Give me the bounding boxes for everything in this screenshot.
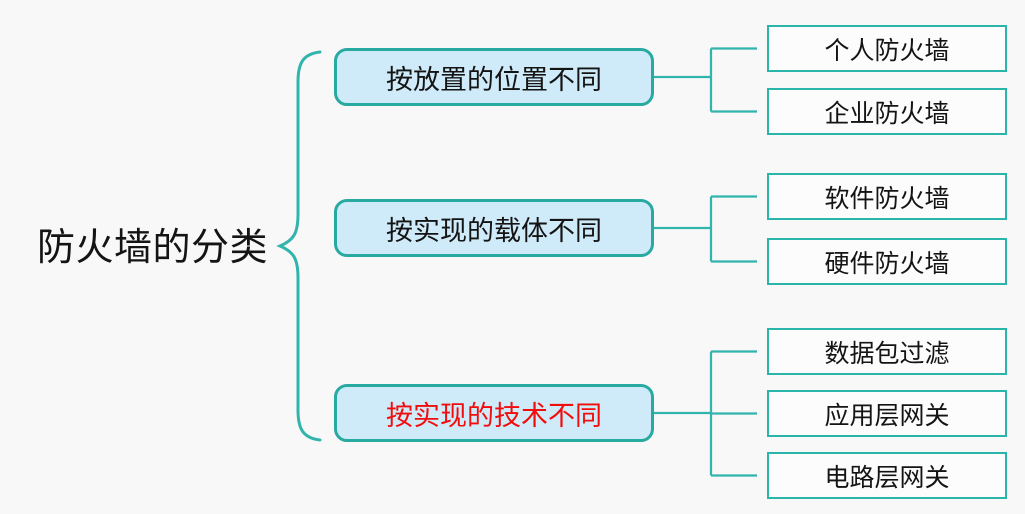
branch-node-by-placement: 按放置的位置不同: [334, 48, 654, 106]
root-label: 防火墙的分类: [36, 226, 268, 269]
branch-node-by-carrier: 按实现的载体不同: [334, 199, 654, 257]
leaf-node-software-firewall: 软件防火墙: [767, 173, 1007, 220]
leaf-node-packet-filtering: 数据包过滤: [767, 328, 1007, 375]
leaf-node-circuit-gateway: 电路层网关: [767, 452, 1007, 499]
leaf-node-enterprise-firewall: 企业防火墙: [767, 88, 1007, 135]
curly-brace: [276, 50, 322, 442]
branch-node-by-technology: 按实现的技术不同: [334, 384, 654, 442]
leaf-node-hardware-firewall: 硬件防火墙: [767, 238, 1007, 285]
leaf-node-personal-firewall: 个人防火墙: [767, 25, 1007, 72]
leaf-node-application-gateway: 应用层网关: [767, 390, 1007, 437]
